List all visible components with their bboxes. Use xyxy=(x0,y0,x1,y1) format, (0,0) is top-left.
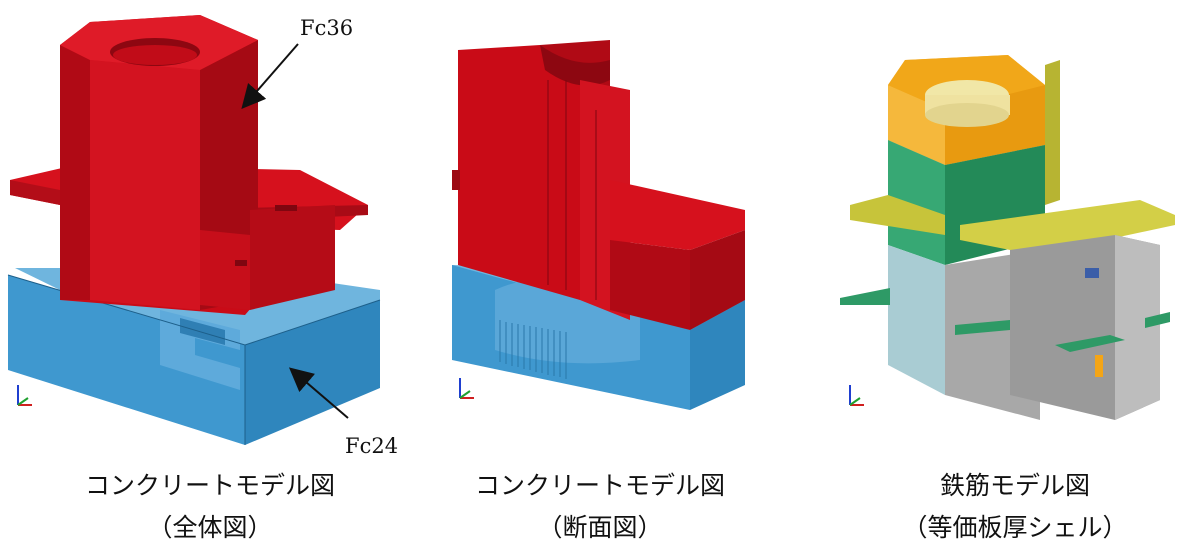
caption-line1: 鉄筋モデル図 xyxy=(939,471,1090,500)
axis-triad-icon xyxy=(17,385,32,406)
panel-concrete-overall: Fc36 Fc24 xyxy=(7,15,398,458)
concrete-upper-fc36 xyxy=(10,15,368,315)
rebar-plate-green xyxy=(840,288,1170,352)
caption-line2: （等価板厚シェル） xyxy=(902,513,1128,542)
label-fc36: Fc36 xyxy=(300,16,353,40)
caption-line1: コンクリートモデル図 xyxy=(84,471,335,500)
rebar-top-orange xyxy=(888,55,1045,165)
caption-line2: （断面図） xyxy=(537,513,663,542)
concrete-upper-section xyxy=(452,40,745,330)
rebar-wall-gray xyxy=(945,235,1160,420)
annotation-fc24: Fc24 xyxy=(288,367,398,458)
rebar-slab-olive xyxy=(850,60,1175,255)
caption-concrete-section: コンクリートモデル図 （断面図） xyxy=(430,470,770,544)
axis-triad-icon xyxy=(459,378,474,399)
caption-rebar-model: 鉄筋モデル図 （等価板厚シェル） xyxy=(850,470,1180,544)
panel-rebar-model xyxy=(840,55,1175,420)
axis-triad-icon xyxy=(849,385,864,406)
annotation-fc36: Fc36 xyxy=(241,16,353,110)
caption-line1: コンクリートモデル図 xyxy=(474,471,725,500)
ribbed-texture xyxy=(499,320,567,379)
caption-concrete-overall: コンクリートモデル図 （全体図） xyxy=(40,470,380,544)
rebar-lower-lightblue xyxy=(888,245,945,395)
caption-line2: （全体図） xyxy=(147,513,273,542)
label-fc24: Fc24 xyxy=(345,434,398,458)
panel-concrete-section xyxy=(452,40,745,410)
